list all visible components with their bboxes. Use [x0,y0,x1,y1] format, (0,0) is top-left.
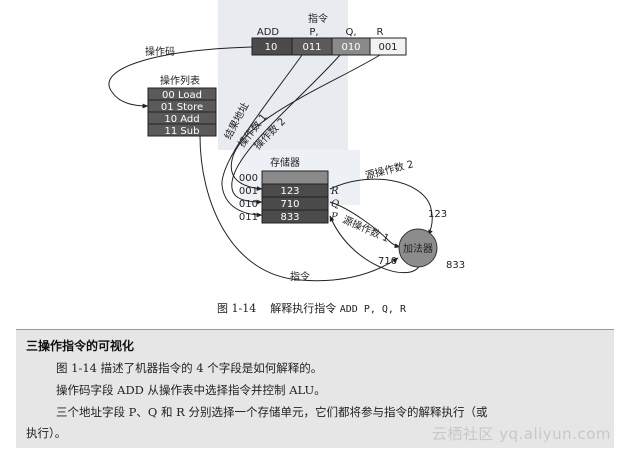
adder-output-value: 833 [446,260,465,271]
result-arrow [329,215,421,274]
site-watermark: 云栖社区 yq.aliyun.com [431,425,611,443]
adder-label: 加法器 [403,242,433,255]
memory-value-001: 123 [280,186,299,197]
field-label-r: R [377,27,384,38]
instruction-arrow-label: 指令 [290,270,310,283]
memory-value-011: 833 [280,212,299,223]
adder-input-2-value: 123 [428,209,447,220]
op-row-store: 01 Store [161,102,203,113]
op-row-load: 00 Load [162,90,202,101]
adder: 加法器 [398,228,438,268]
memory-tag-r: R [330,186,339,197]
p-field-arrow [221,54,303,218]
op-row-add: 10 Add [164,114,199,125]
instruction-field-q: 010 [341,42,360,53]
figure-code: ADD P, Q, R [339,304,406,315]
control-arrow [199,135,399,282]
field-label-add: ADD [257,27,280,38]
instruction-diagram: 指令 ADD P, Q, R 10 011 010 001 操作码 操作列表 0… [108,0,465,283]
sidebar-paragraph-2: 操作码字段 ADD 从操作表中选择指令并控制 ALU。 [56,383,326,397]
sidebar-paragraph-4: 执行）。 [26,426,67,440]
field-label-p: P, [309,27,318,38]
source-operand-2-arrow [329,178,433,236]
source-operand-1-arrow [329,201,401,249]
memory-address-000: 000 [239,173,258,184]
r-field-arrow [230,54,381,191]
q-field-arrow [231,54,341,205]
op-row-sub: 11 Sub [165,126,200,137]
figure-title: 解释执行指令 [270,302,337,315]
instruction-title: 指令 [308,12,328,25]
source-operand-2-label: 源操作数 2 [364,157,415,182]
memory-block: 123 710 833 [261,170,329,224]
memory-value-010: 710 [280,199,299,210]
memory-address-011: 011 [239,212,258,223]
memory-title: 存储器 [270,156,300,169]
op-table: 00 Load 01 Store 10 Add 11 Sub [147,87,217,137]
field-label-q: Q, [345,27,356,38]
opcode-arrow [108,46,253,109]
memory-address-001: 001 [239,186,258,197]
sidebar-heading: 三操作指令的可视化 [26,339,135,353]
instruction-field-p: 011 [302,42,321,53]
instruction-register: 10 011 010 001 [251,37,407,56]
sidebar-paragraph-1: 图 1-14 描述了机器指令的 4 个字段是如何解释的。 [56,361,323,375]
source-operand-1-label: 源操作数 1 [341,213,392,245]
op-table-title: 操作列表 [160,74,200,87]
opcode-label: 操作码 [145,45,175,58]
memory-address-010: 010 [239,199,258,210]
sidebar-box: 三操作指令的可视化 图 1-14 描述了机器指令的 4 个字段是如何解释的。 操… [16,329,614,448]
adder-input-1-value: 710 [378,256,397,267]
memory-tag-q: Q [331,199,339,210]
instruction-field-opcode: 10 [265,42,278,53]
sidebar-paragraph-3: 三个地址字段 P、Q 和 R 分别选择一个存储单元，它们都将参与指令的解释执行（… [56,405,488,419]
instruction-field-r: 001 [378,42,397,53]
figure-caption: 图 1-14 解释执行指令 ADD P, Q, R [0,300,623,316]
memory-tag-p: P [330,212,338,223]
figure-number: 图 1-14 [217,302,257,315]
